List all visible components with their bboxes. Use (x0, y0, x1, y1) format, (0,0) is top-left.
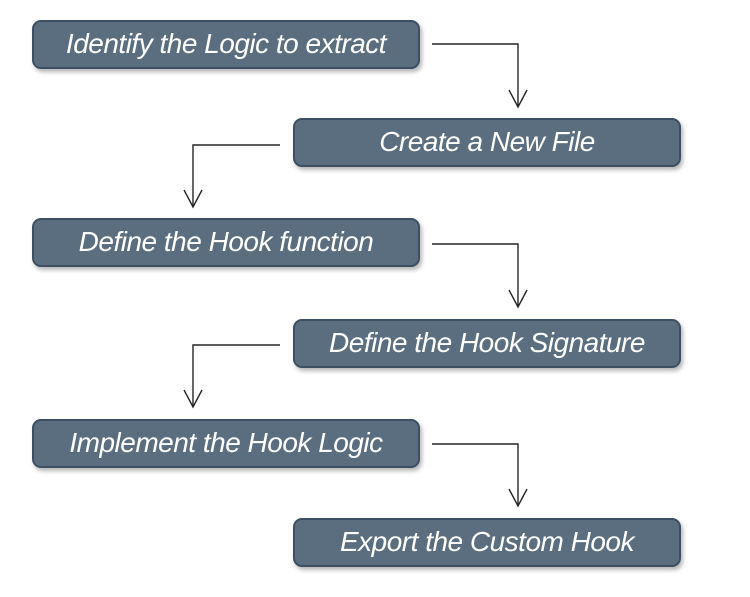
arrow-line (192, 144, 280, 207)
flow-node-label: Identify the Logic to extract (65, 27, 387, 59)
flow-node-implement-hook-logic: Implement the Hook Logic (32, 419, 420, 468)
arrow-line (432, 443, 519, 506)
arrow-step-3-to-step-4 (432, 243, 528, 309)
arrow-line (432, 43, 519, 107)
flow-node-define-hook-signature: Define the Hook Signature (293, 319, 681, 368)
flow-node-label: Export the Custom Hook (339, 525, 635, 557)
arrowhead-icon (183, 189, 203, 209)
flow-node-label: Define the Hook Signature (329, 326, 645, 358)
arrow-line (192, 344, 280, 407)
arrowhead-icon (508, 289, 528, 309)
flow-node-label: Define the Hook function (78, 225, 374, 257)
flow-node-label: Create a New File (379, 125, 595, 157)
arrow-step-2-to-step-3 (183, 144, 280, 209)
flow-node-define-hook-function: Define the Hook function (32, 218, 420, 267)
arrow-step-1-to-step-2 (432, 43, 528, 109)
flow-node-create-new-file: Create a New File (293, 118, 681, 167)
arrowhead-icon (508, 89, 528, 109)
arrow-line (432, 243, 519, 307)
arrowhead-icon (508, 488, 528, 508)
flow-node-identify-logic: Identify the Logic to extract (32, 20, 420, 69)
flow-node-export-custom-hook: Export the Custom Hook (293, 518, 681, 567)
arrow-step-5-to-step-6 (432, 443, 528, 508)
arrowhead-icon (183, 389, 203, 409)
arrow-step-4-to-step-5 (183, 344, 280, 409)
flow-node-label: Implement the Hook Logic (69, 426, 383, 458)
